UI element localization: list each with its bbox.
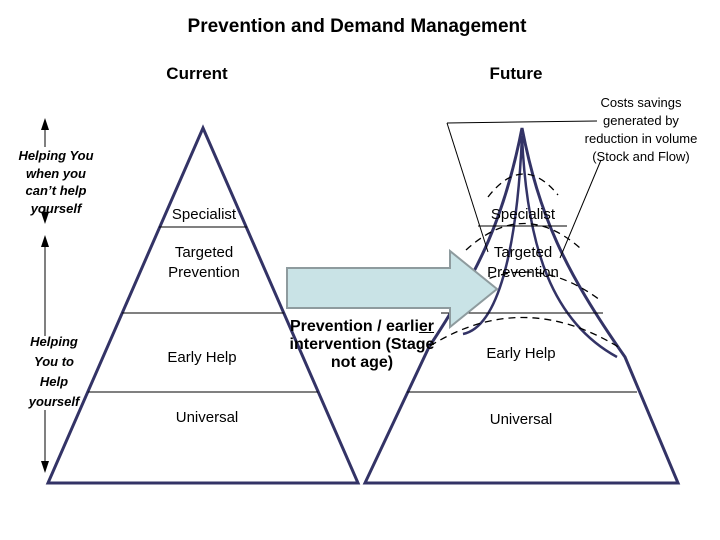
reduction-arc-2 — [465, 222, 581, 251]
prevention-note-line: Prevention / earlier — [290, 318, 435, 336]
top-arrow-down-head-icon — [41, 212, 49, 224]
annotation-line: yourself — [28, 394, 80, 409]
future-inner-spike — [462, 135, 618, 359]
annotation-line: can’t help — [25, 183, 87, 198]
current-pyramid-outline — [45, 124, 361, 485]
annotation-line: when you — [26, 165, 86, 181]
annotation-line: Helping — [30, 334, 78, 349]
cost-callout-line: (Stock and Flow) — [592, 149, 690, 164]
prevention-note-line: not age) — [330, 354, 394, 371]
future-level-universal: Universal — [489, 411, 553, 428]
prevention-note-underlined: er — [418, 318, 435, 335]
current-level-universal: Universal — [175, 409, 239, 426]
current-level-targeted: Targeted Prevention — [168, 244, 240, 281]
current-level-specialist: Specialist — [171, 206, 237, 223]
cost-callout-line: reduction in volume — [584, 131, 698, 146]
current-level-early-help: Early Help — [167, 349, 237, 366]
future-heading: Future — [489, 64, 543, 83]
bottom-arrow-up-head-icon — [41, 235, 49, 247]
annotation-help-yourself: Helping You to Help yourself — [29, 332, 80, 412]
future-level-early-help: Early Help — [486, 345, 556, 362]
cost-callout-line: Costs savings — [600, 95, 682, 110]
callout-horizontal-line — [446, 120, 598, 124]
callout-leader-right — [559, 159, 602, 259]
annotation-line: Help — [39, 374, 69, 389]
reduction-arc-4 — [429, 316, 621, 349]
top-arrow-up-head-icon — [41, 118, 49, 130]
cost-callout-line: generated by — [603, 113, 679, 128]
callout-leader-left — [446, 122, 489, 253]
bottom-arrow-down-head-icon — [41, 461, 49, 473]
prevention-note: Prevention / earlier intervention (Stage… — [290, 318, 435, 372]
annotation-helping-cant: Helping You when you can’t help yourself — [18, 147, 93, 217]
prevention-note-line: intervention (Stage — [289, 336, 435, 353]
right-block-arrow-icon — [286, 248, 499, 330]
reduction-arc-1 — [487, 173, 559, 198]
prevention-note-text: Prevention / earli — [289, 318, 419, 335]
future-level-targeted: Targeted Prevention — [487, 244, 559, 281]
future-level-specialist: Specialist — [490, 206, 556, 223]
annotation-line: Helping You — [18, 148, 94, 163]
current-heading: Current — [166, 64, 228, 83]
cost-callout: Costs savings generated by reduction in … — [585, 94, 698, 166]
annotation-line: You to — [34, 354, 74, 369]
page-title: Prevention and Demand Management — [187, 16, 527, 37]
annotation-line: yourself — [30, 200, 82, 216]
